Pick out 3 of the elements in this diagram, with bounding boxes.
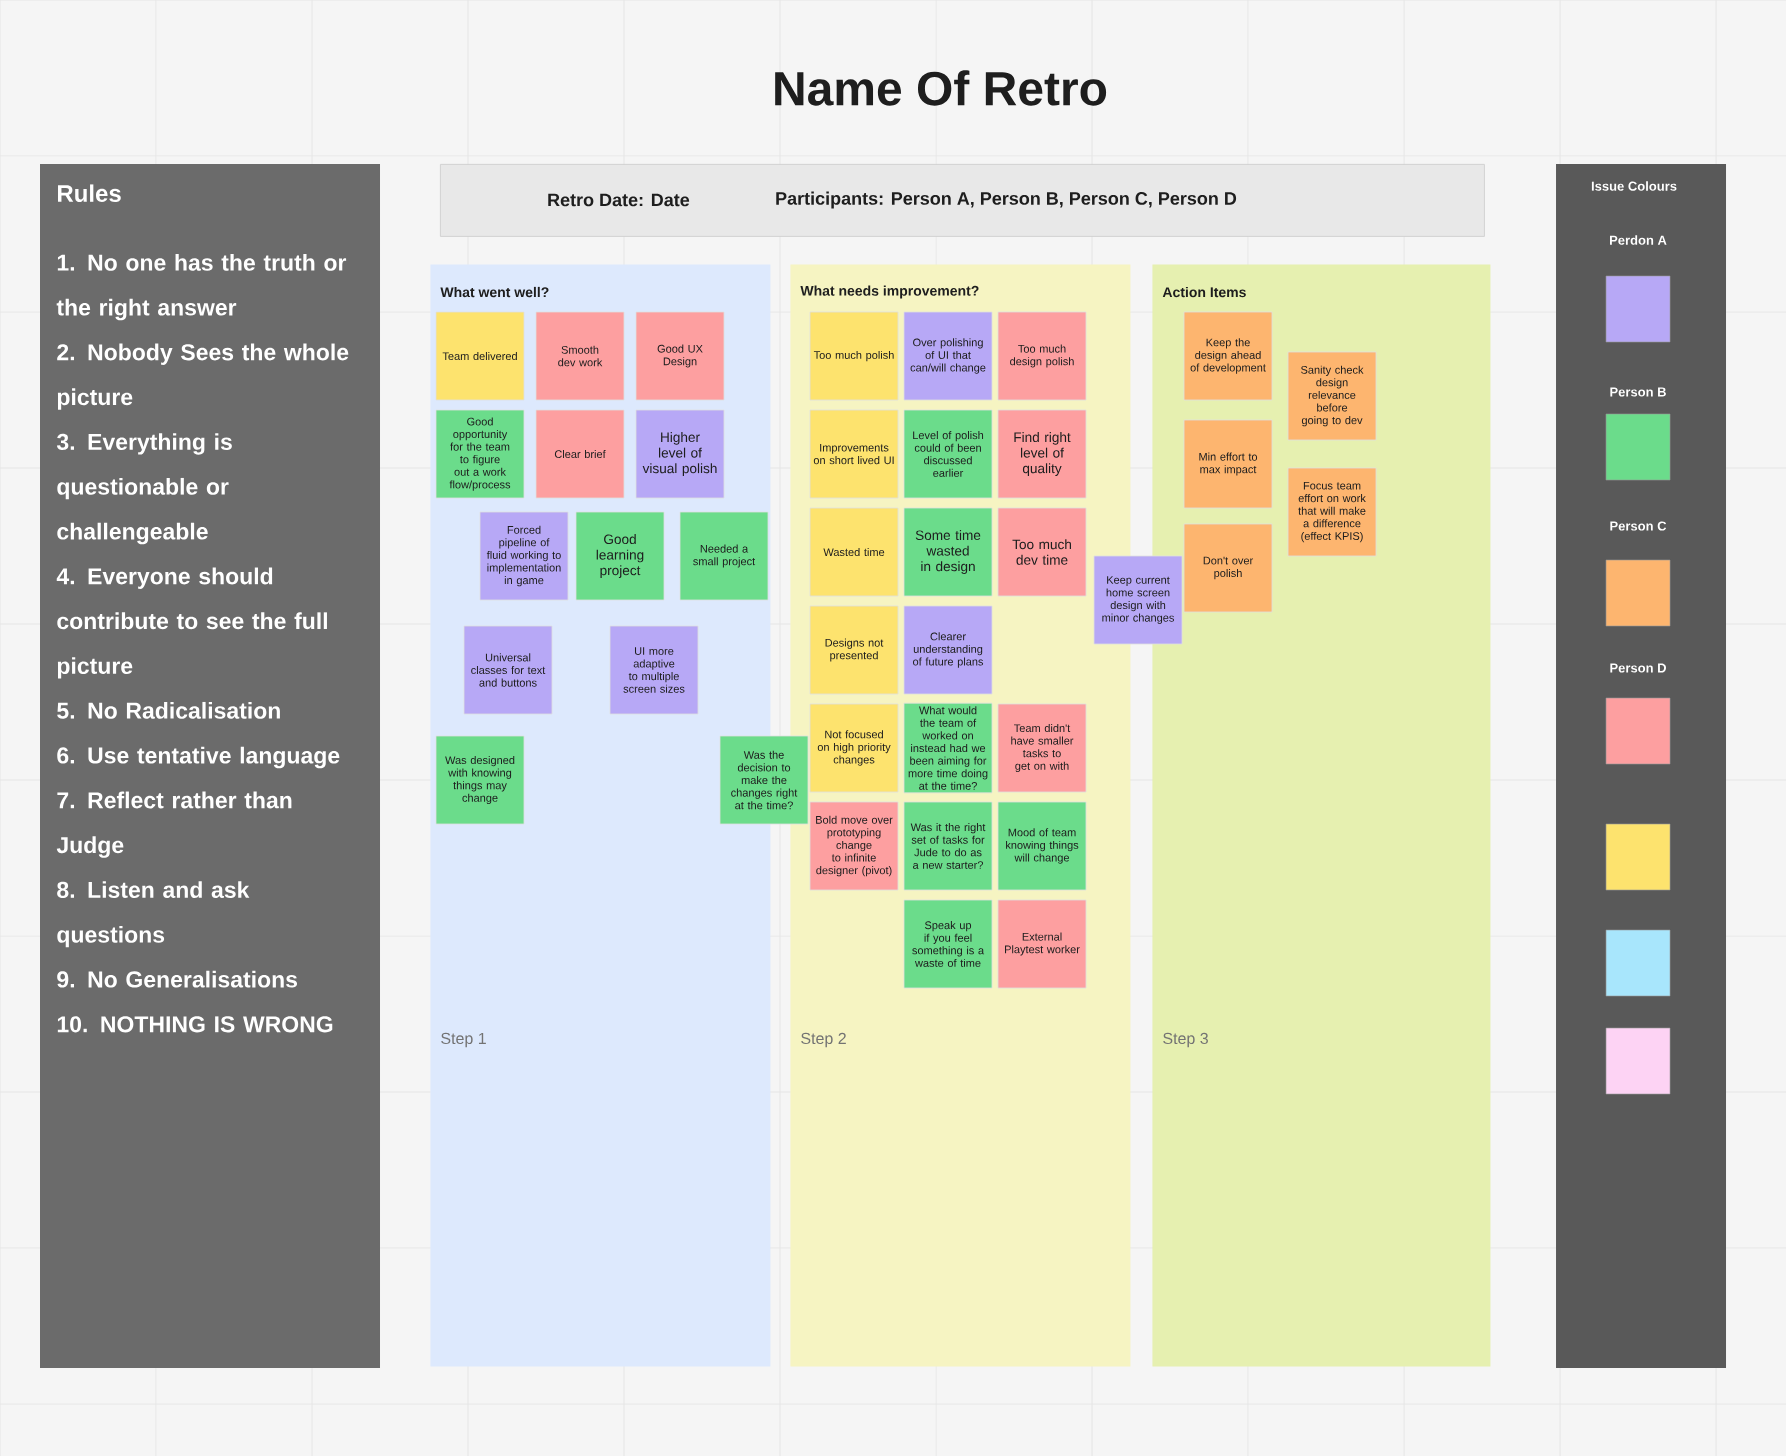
rules-panel: Rules 1. No one has the truth or the right answer 2. Nobody Sees the whole picture 3. Everything is questionable or challengeable 4. Everyone should contribute to see the full picture 5. No Radicalisation 6. Use tentative language 7. Reflect rather than Judge 8. Listen and ask questions 9. No Generalisations 10. NOTHING IS WRONG [40,164,380,1368]
title: Name Of Retro [775,70,1107,106]
header-bar: Retro Date: Date Participants: Person A, Person B, Person C, Person D [440,164,1485,237]
